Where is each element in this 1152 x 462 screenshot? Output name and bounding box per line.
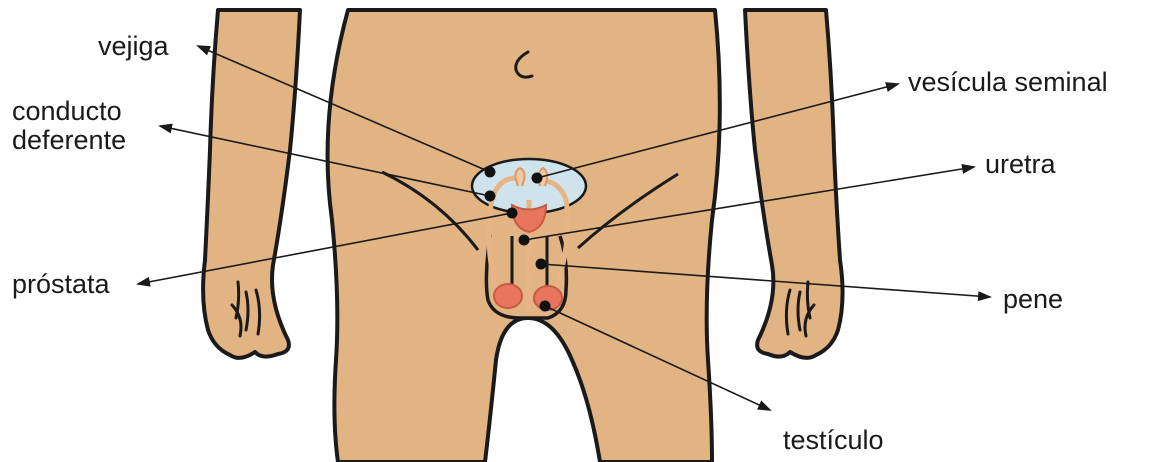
dot-pene <box>536 259 547 270</box>
left-arm <box>203 10 300 358</box>
dot-vesicula-seminal <box>532 173 543 184</box>
label-vejiga: vejiga <box>98 32 169 60</box>
label-vesicula-seminal: vesícula seminal <box>908 68 1108 96</box>
testicle-left <box>494 284 522 308</box>
label-pene: pene <box>1003 285 1063 313</box>
label-prostata: próstata <box>12 270 110 298</box>
label-conducto-deferente-line1: conducto <box>12 97 122 125</box>
dot-prostata <box>507 208 518 219</box>
dot-testiculo <box>540 301 551 312</box>
dot-vejiga <box>485 167 496 178</box>
dot-uretra <box>519 235 530 246</box>
dot-conducto-deferente <box>485 191 496 202</box>
label-testiculo: testículo <box>783 426 884 454</box>
right-arm <box>745 10 843 358</box>
seminal-vesicle-left <box>515 168 524 186</box>
label-conducto-deferente-line2: deferente <box>12 126 126 154</box>
label-uretra: uretra <box>985 150 1056 178</box>
